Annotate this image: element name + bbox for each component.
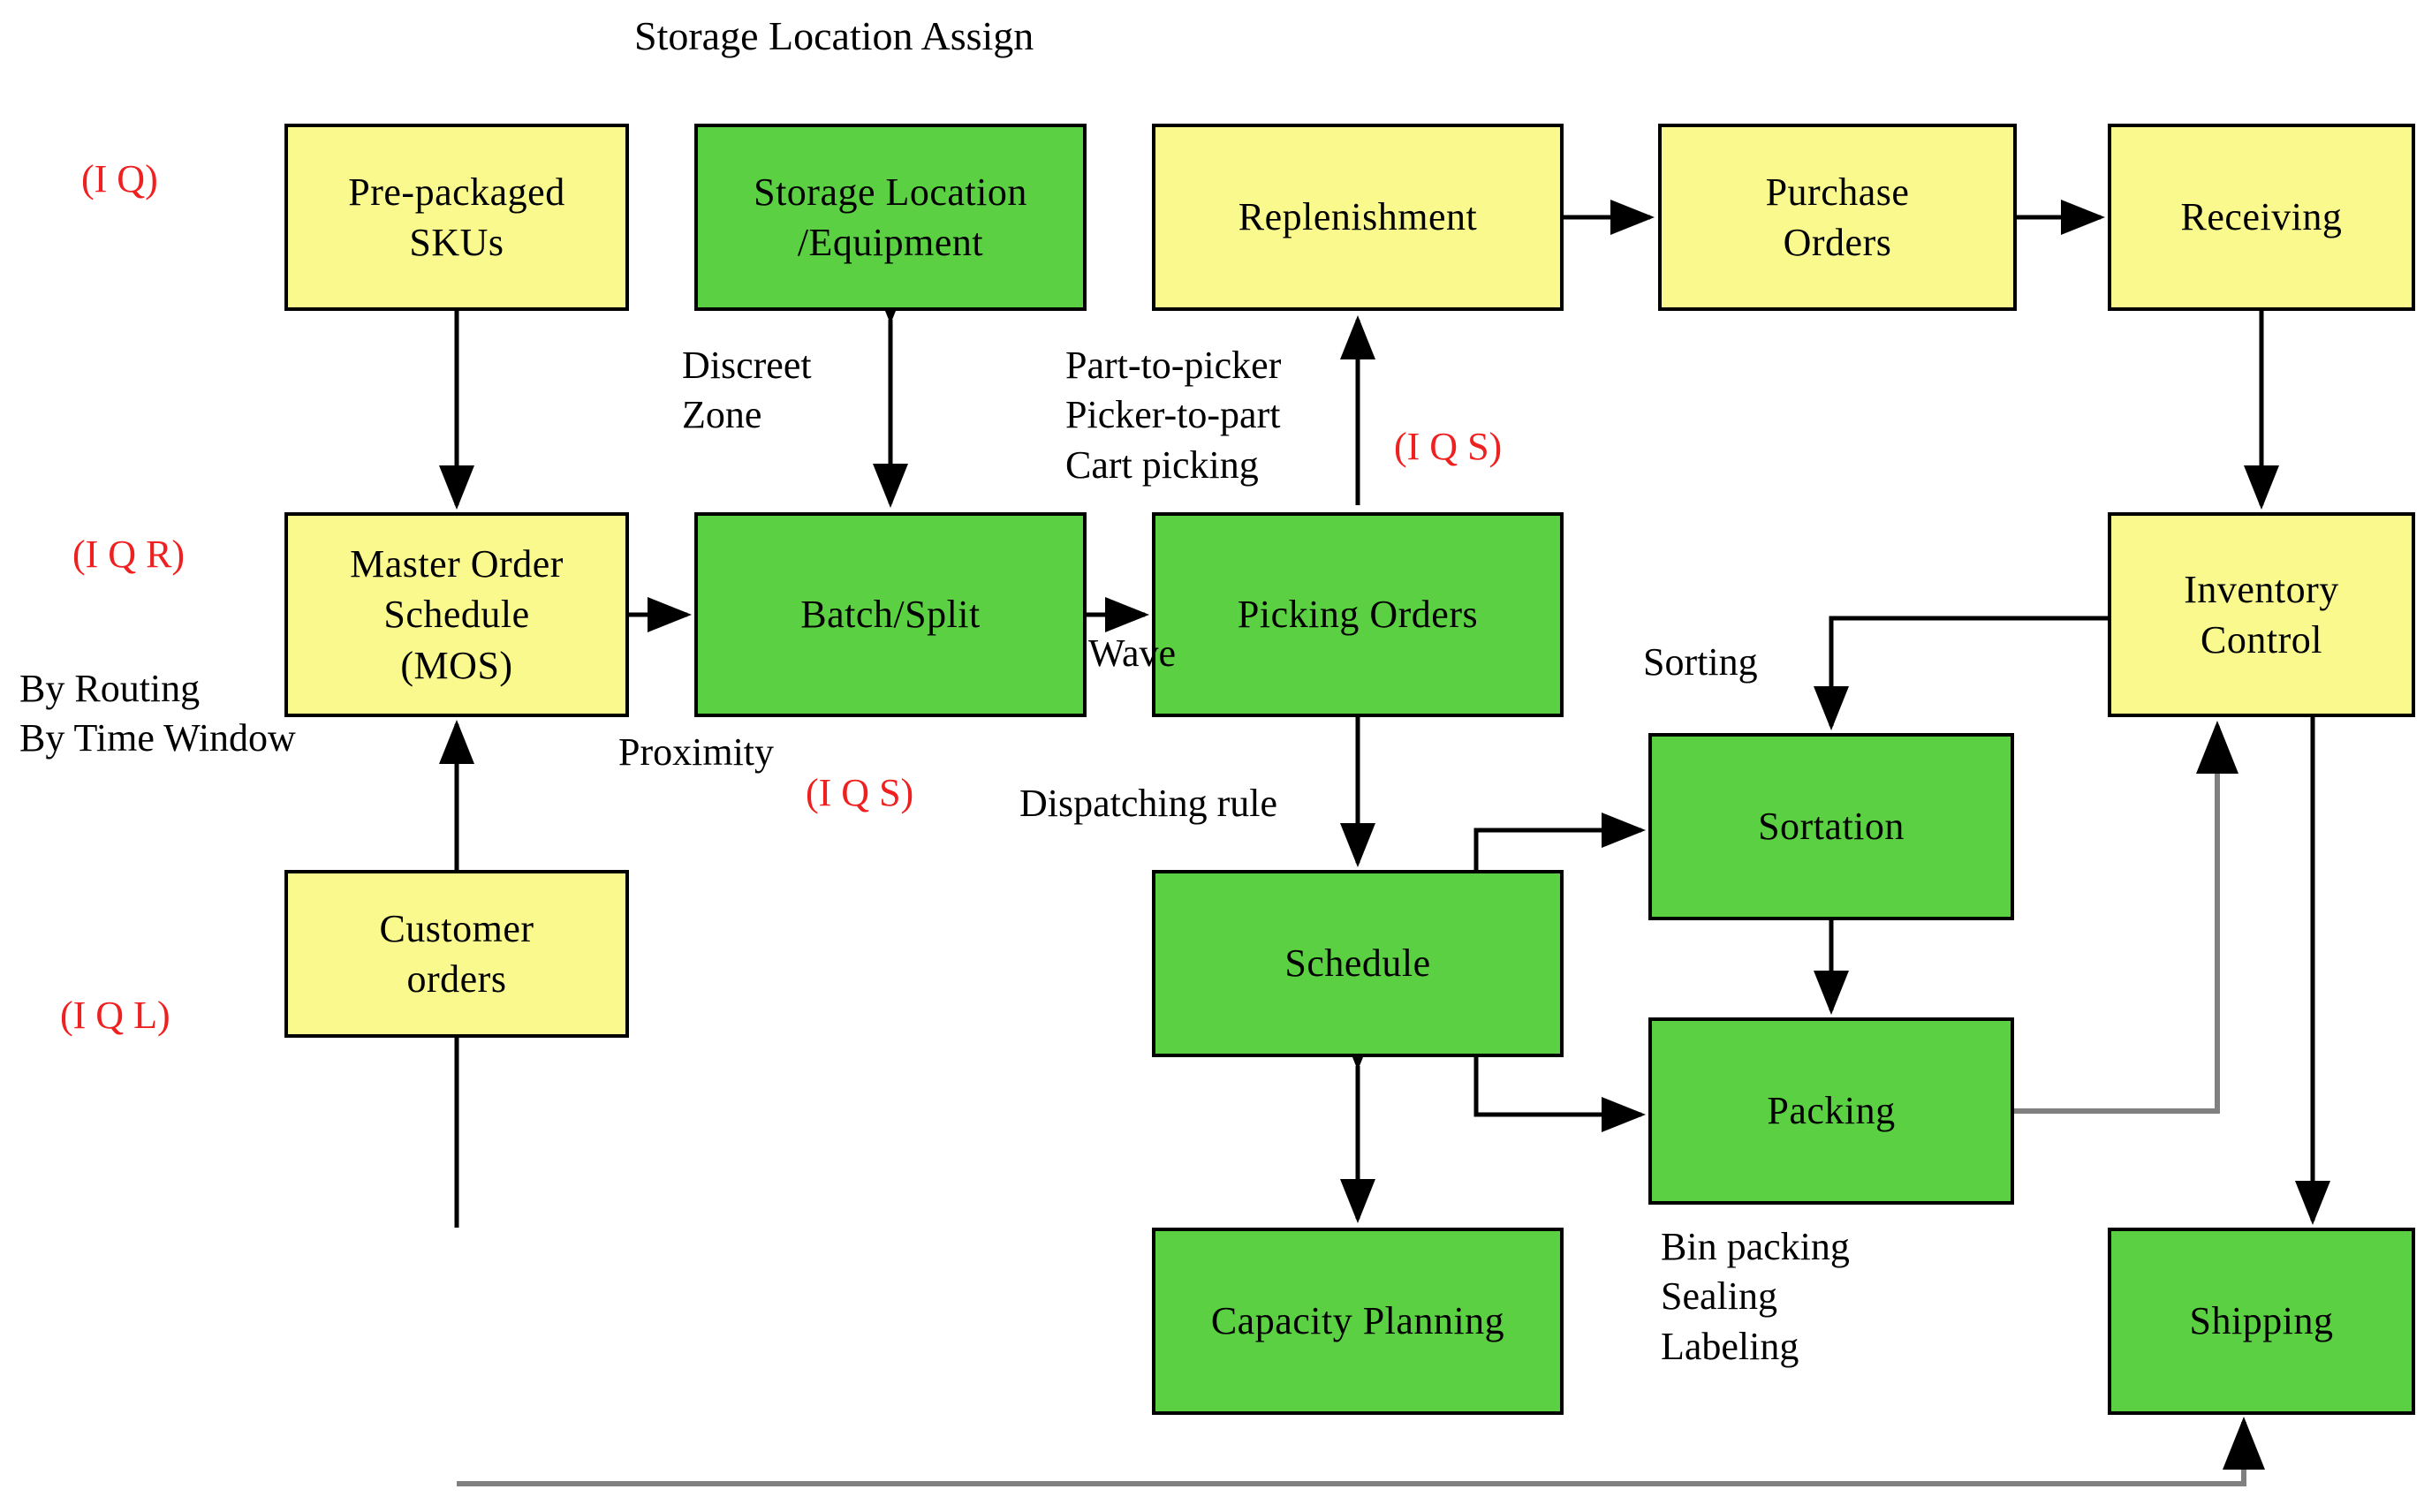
- node-customer-orders[interactable]: Customer orders: [284, 870, 629, 1038]
- node-label: Capacity Planning: [1210, 1299, 1505, 1343]
- node-storage-location-equipment[interactable]: Storage Location /Equipment: [694, 124, 1087, 311]
- annotation-dispatching-rule: Dispatching rule: [1019, 782, 1278, 825]
- node-label: Packing: [1767, 1089, 1896, 1133]
- node-packing[interactable]: Packing: [1648, 1017, 2014, 1205]
- annotation-iqr: (I Q R): [72, 533, 186, 576]
- node-label: Inventory Control: [2184, 567, 2339, 662]
- annotation-sorting: Sorting: [1643, 640, 1758, 684]
- annotation-iqs-picking: (I Q S): [1394, 425, 1503, 468]
- node-label: Shipping: [2189, 1299, 2334, 1343]
- annotation-iqs-batch: (I Q S): [806, 771, 914, 814]
- node-label: Batch/Split: [800, 593, 981, 637]
- edge-inventory-to-sortation: [1814, 616, 2108, 730]
- node-batch-split[interactable]: Batch/Split: [694, 512, 1087, 717]
- node-receiving[interactable]: Receiving: [2108, 124, 2415, 311]
- annotation-iq: (I Q): [81, 157, 158, 200]
- node-label: Customer orders: [379, 906, 534, 1001]
- node-label: Picking Orders: [1237, 593, 1479, 637]
- node-label: Purchase Orders: [1765, 170, 1910, 264]
- node-label: Master Order Schedule (MOS): [350, 542, 564, 687]
- edge-return-to-shipping: [457, 1417, 2265, 1486]
- node-label: Sortation: [1758, 805, 1905, 849]
- node-label: Receiving: [2180, 195, 2343, 239]
- annotation-by-routing-time-window: By Routing By Time Window: [19, 667, 296, 760]
- diagram-title: Storage Location Assign: [634, 13, 1034, 58]
- node-shipping[interactable]: Shipping: [2108, 1228, 2415, 1415]
- edge-schedule-to-packing: [1473, 1057, 1646, 1132]
- node-schedule[interactable]: Schedule: [1152, 870, 1564, 1057]
- annotation-iql: (I Q L): [60, 994, 170, 1037]
- node-label: Storage Location /Equipment: [754, 170, 1027, 264]
- node-picking-orders[interactable]: Picking Orders: [1152, 512, 1564, 717]
- edge-schedule-to-sortation: [1473, 813, 1646, 870]
- annotation-discreet-zone: Discreet Zone: [682, 344, 812, 437]
- edge-packing-to-inventory: [2014, 721, 2238, 1114]
- node-label: Replenishment: [1238, 195, 1478, 239]
- annotation-proximity: Proximity: [618, 730, 775, 774]
- node-capacity-planning[interactable]: Capacity Planning: [1152, 1228, 1564, 1415]
- node-inventory-control[interactable]: Inventory Control: [2108, 512, 2415, 717]
- annotation-wave: Wave: [1088, 631, 1177, 675]
- node-label: Pre-packaged SKUs: [348, 170, 565, 264]
- node-replenishment[interactable]: Replenishment: [1152, 124, 1564, 311]
- annotation-bin-packing-sealing-labeling: Bin packing Sealing Labeling: [1661, 1225, 1850, 1368]
- node-purchase-orders[interactable]: Purchase Orders: [1658, 124, 2017, 311]
- node-sortation[interactable]: Sortation: [1648, 733, 2014, 920]
- annotation-picking-methods: Part-to-picker Picker-to-part Cart picki…: [1065, 344, 1282, 487]
- node-label: Schedule: [1284, 941, 1431, 986]
- node-pre-packaged-skus[interactable]: Pre-packaged SKUs: [284, 124, 629, 311]
- node-master-order-schedule[interactable]: Master Order Schedule (MOS): [284, 512, 629, 717]
